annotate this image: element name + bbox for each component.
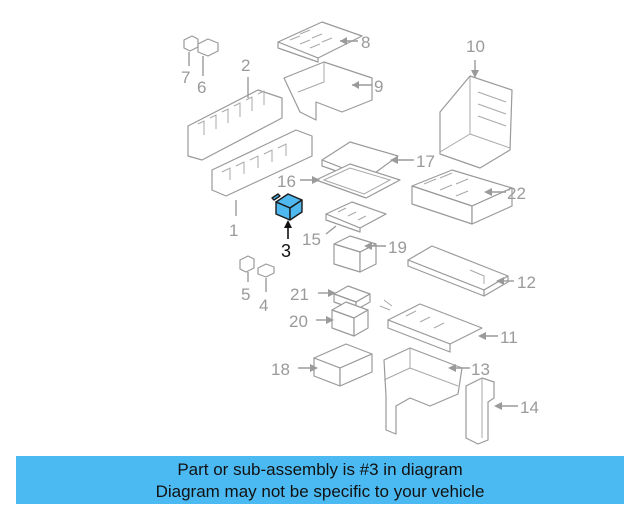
callout-16: 16 [277,172,296,191]
banner-line-1: Part or sub-assembly is #3 in diagram [177,460,463,479]
callout-2: 2 [241,56,250,75]
part-4-clip [257,263,275,278]
part-19-relay [333,235,377,273]
callout-4: 4 [259,296,268,315]
callout-19: 19 [388,238,407,257]
part-11-bracket [379,299,483,353]
callout-12: 12 [517,273,536,292]
callout-9: 9 [374,77,383,96]
info-banner: Part or sub-assembly is #3 in diagram Di… [16,456,624,504]
part-2-fuse-block [187,89,283,161]
callout-21: 21 [290,285,309,304]
part-5-clip [239,255,255,273]
callout-17: 17 [416,152,435,171]
part-16-gasket [315,163,401,199]
part-18-relay [313,343,373,387]
callout-6: 6 [197,78,206,97]
callout-18: 18 [271,360,290,379]
parts-diagram: 7 6 8 9 2 1 3 5 [181,21,539,445]
callout-15: 15 [302,230,321,249]
callout-5: 5 [241,285,250,304]
callout-22: 22 [507,184,526,203]
part-8-relay-plate [277,21,363,63]
part-7-clip [183,35,199,52]
part-3-relay-highlighted [271,193,303,221]
banner-line-2: Diagram may not be specific to your vehi… [155,482,485,501]
callout-8: 8 [361,33,370,52]
callout-1: 1 [229,221,238,240]
callout-10: 10 [466,37,485,56]
callout-13: 13 [471,360,490,379]
callout-7: 7 [181,68,190,87]
part-15-relay-base [325,201,387,233]
part-12-module [407,245,509,297]
callout-3: 3 [281,241,291,261]
part-20-relay [331,301,369,337]
part-14-bracket [465,377,495,445]
part-1-fuse-block [211,129,313,197]
callout-14: 14 [520,398,539,417]
callout-11: 11 [500,328,518,347]
part-9-bracket [283,61,373,121]
part-6-clip [197,38,219,57]
callout-20: 20 [289,312,308,331]
part-10-cover [439,75,513,169]
part-13-bracket [383,347,463,435]
part-22-relay-box [411,169,513,225]
